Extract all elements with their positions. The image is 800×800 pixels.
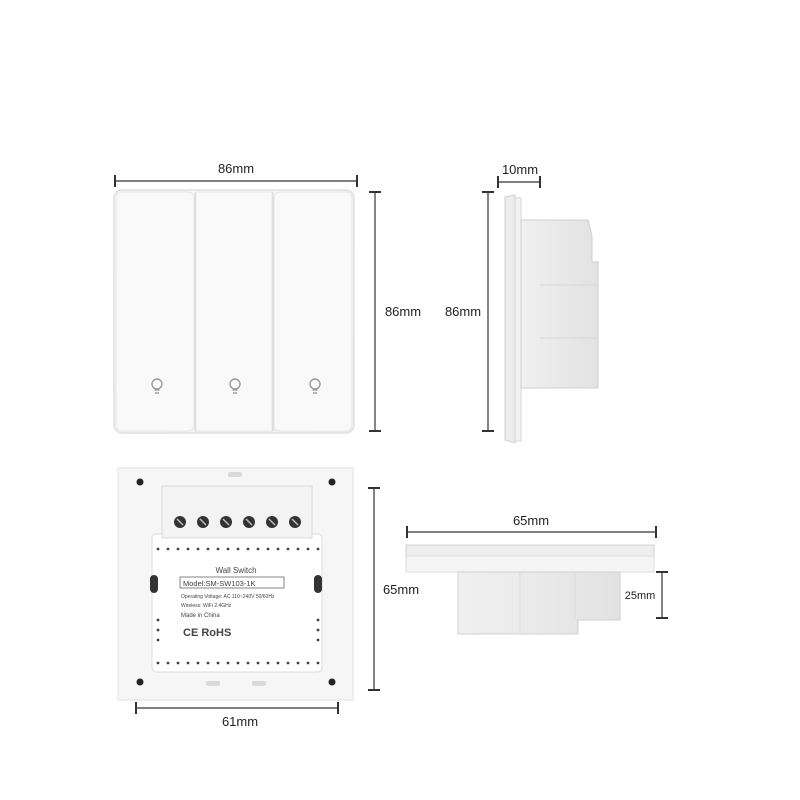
bulb-icon — [229, 378, 241, 394]
side-body — [520, 219, 599, 389]
screw-hole — [328, 678, 336, 686]
front-view: 86mm 86mm — [113, 161, 421, 434]
terminal-block — [161, 485, 313, 539]
product-label: Wall Switch Model:SM-SW103-1K Operating … — [179, 566, 285, 639]
front-height-label: 86mm — [385, 304, 421, 319]
label-made-in: Made in China — [181, 613, 220, 619]
bulb-icon — [151, 378, 163, 394]
side-view: 10mm 86mm — [445, 162, 599, 444]
side-height-label: 86mm — [445, 304, 481, 319]
bottom-plate — [405, 544, 655, 557]
front-button-3 — [273, 191, 353, 432]
back-body — [151, 533, 323, 673]
side-front-plate — [504, 194, 516, 444]
screw-hole — [136, 678, 144, 686]
back-height-label: 65mm — [383, 582, 419, 597]
front-width-label: 86mm — [218, 161, 254, 176]
label-model: Model:SM-SW103-1K — [183, 579, 256, 588]
bottom-width-label: 65mm — [513, 513, 549, 528]
terminal-screws — [174, 516, 301, 528]
screw-hole — [328, 478, 336, 486]
back-width-label: 61mm — [222, 714, 258, 729]
bottom-depth-label: 25mm — [625, 590, 656, 602]
bulb-icon — [309, 378, 321, 394]
front-button-2 — [195, 191, 273, 432]
front-button-1 — [115, 191, 195, 432]
side-depth-label: 10mm — [502, 162, 538, 177]
label-voltage: Operating Voltage: AC 110~240V 50/60Hz — [181, 594, 275, 600]
label-title: Wall Switch — [215, 566, 256, 575]
bottom-body — [457, 571, 621, 635]
label-wireless: Wireless: WiFi 2.4GHz — [181, 603, 232, 609]
label-certification-marks: CE RoHS — [183, 627, 231, 639]
bottom-view: 65mm 25mm — [405, 513, 668, 635]
screw-hole — [136, 478, 144, 486]
back-view: Wall Switch Model:SM-SW103-1K Operating … — [117, 467, 419, 729]
